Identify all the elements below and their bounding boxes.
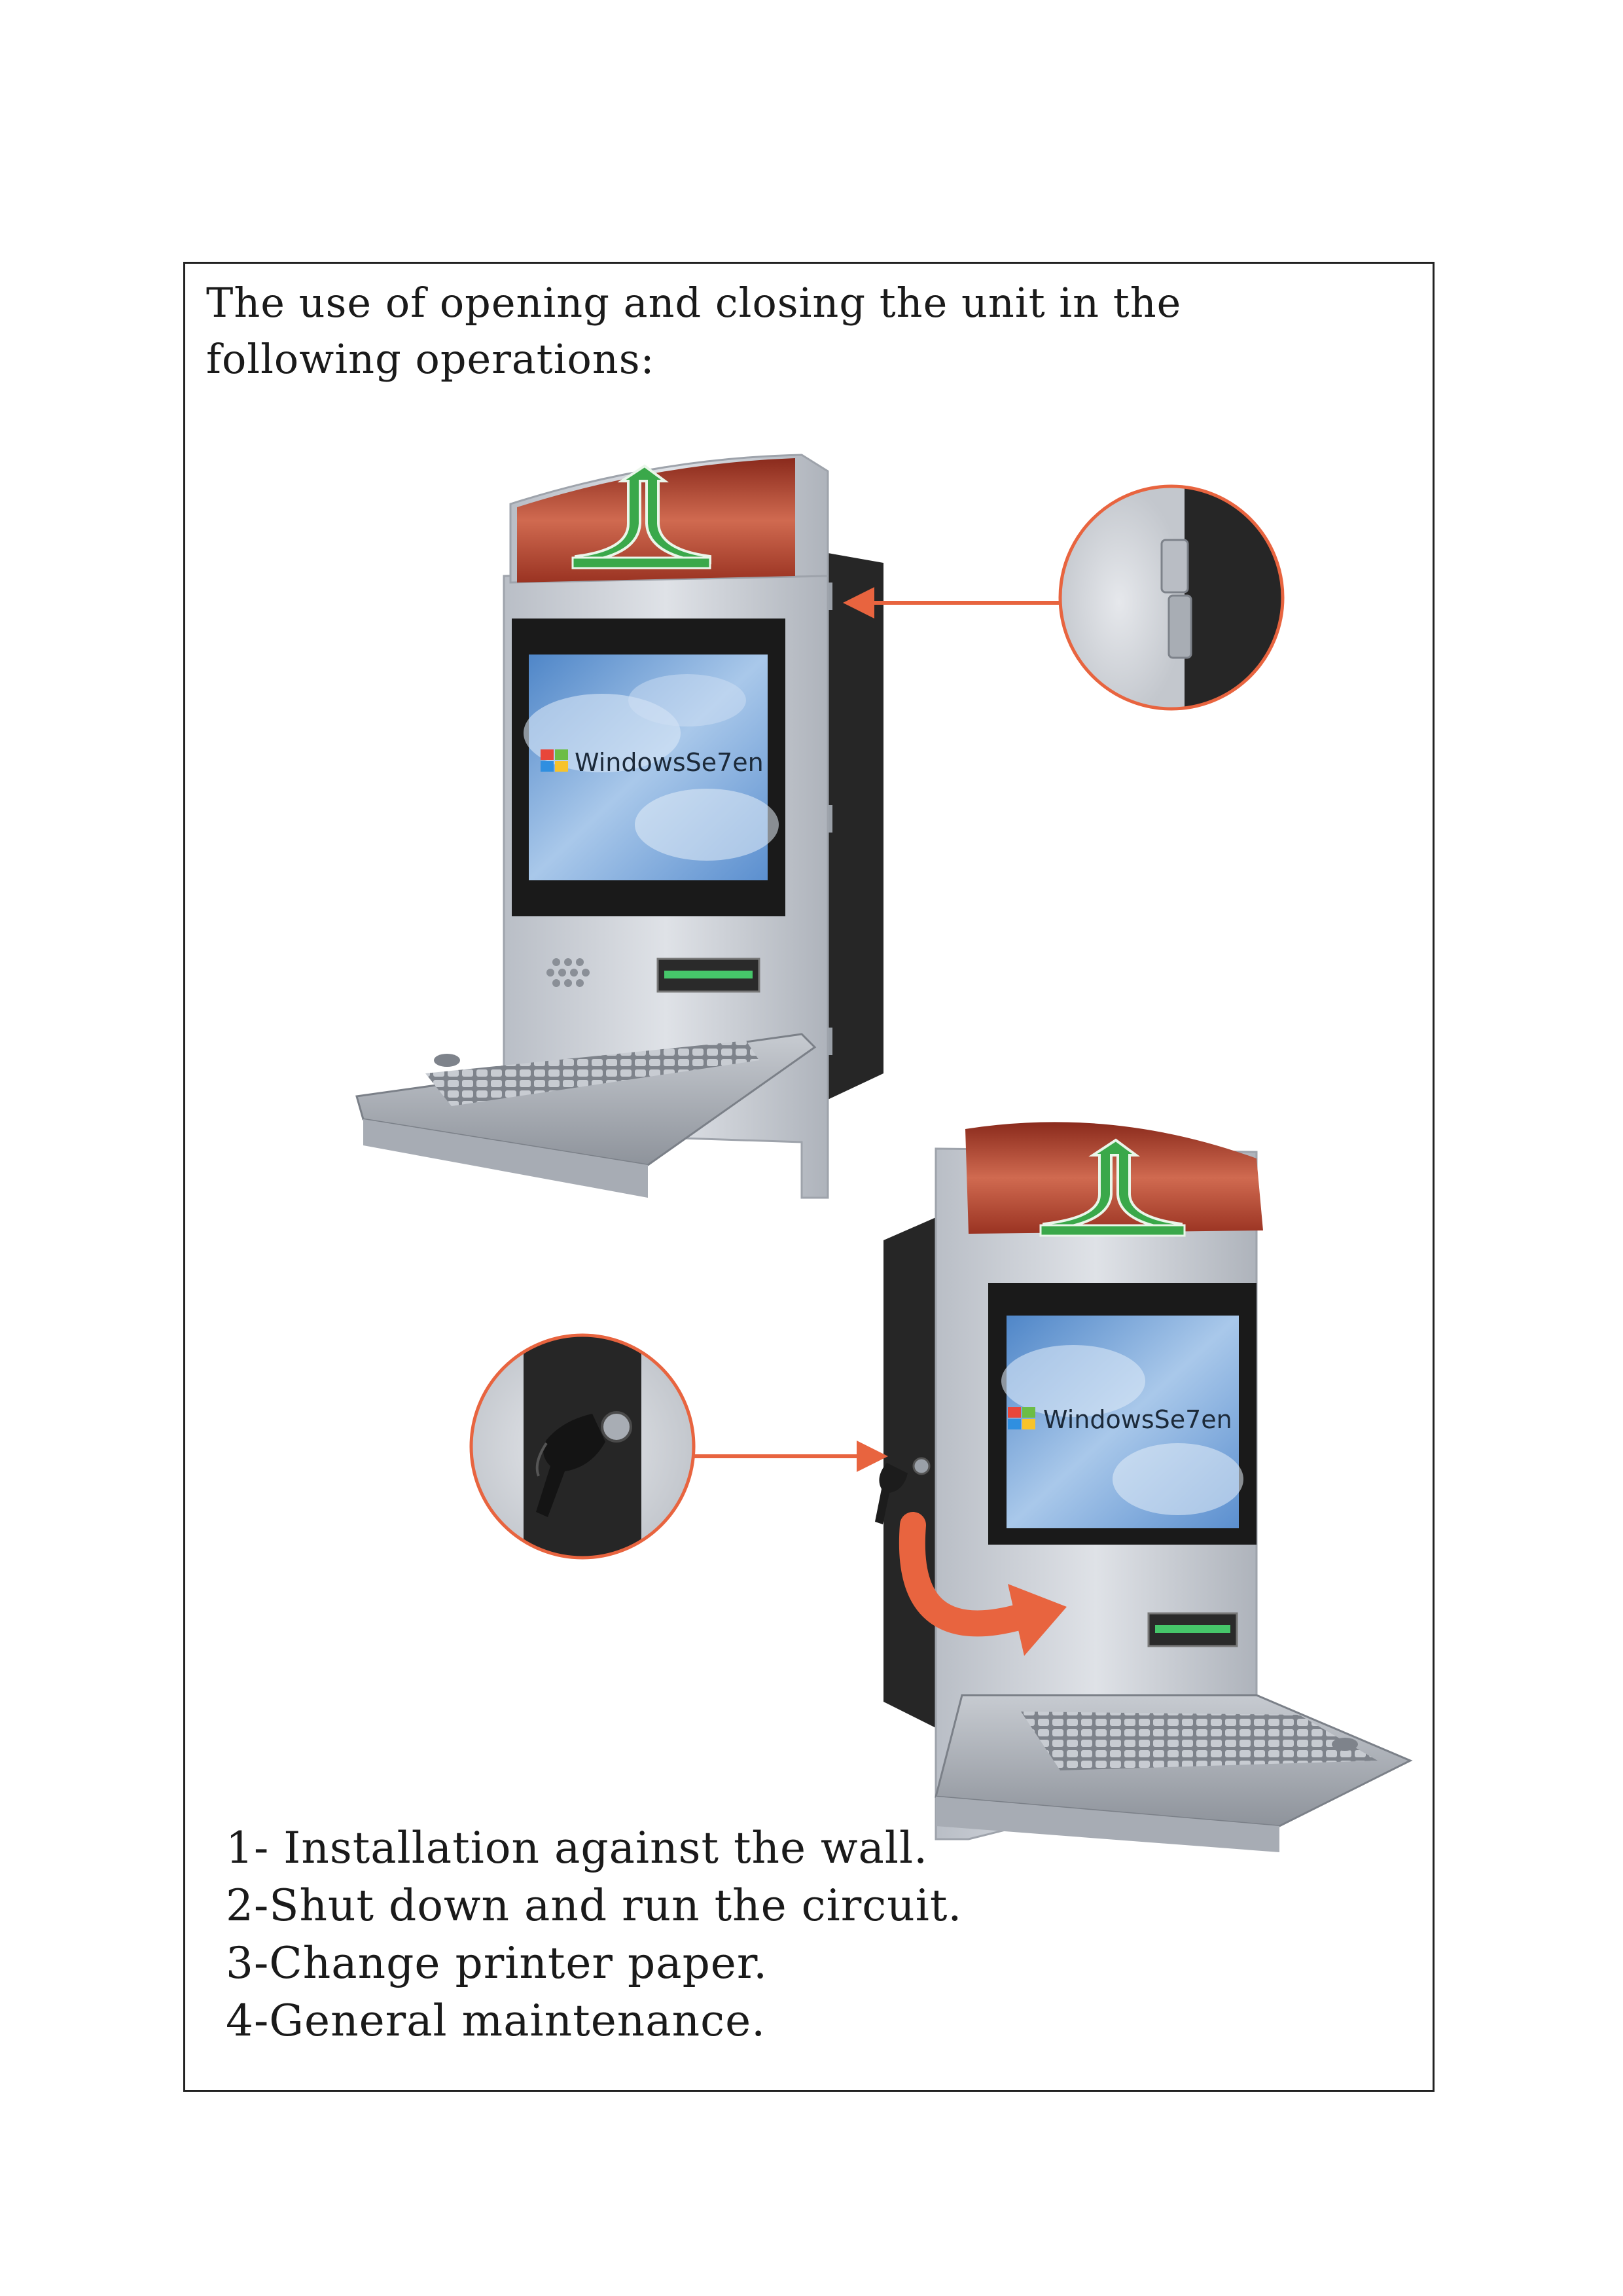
screen-os-label: WindowsSe7en <box>575 748 764 777</box>
keyboard-keys <box>425 1041 759 1106</box>
step-3: 3-Change printer paper. <box>226 1938 768 1988</box>
kiosk-closed: WindowsSe7en <box>355 454 883 1199</box>
speaker-grille-icon <box>546 958 590 987</box>
open-door-arrow-icon <box>899 1512 1034 1637</box>
intro-line-1: The use of opening and closing the unit … <box>206 279 1182 327</box>
step-2: 2-Shut down and run the circuit. <box>226 1880 963 1931</box>
content-frame <box>183 262 1435 2092</box>
screen-os-label: WindowsSe7en <box>1043 1405 1232 1434</box>
hinge-detail-callout <box>843 484 1285 711</box>
lock-detail-callout <box>469 1333 888 1560</box>
intro-line-2: following operations: <box>206 335 655 383</box>
key-lock-icon <box>875 1457 931 1524</box>
windows-logo-icon <box>1008 1407 1035 1429</box>
kiosk-open: WindowsSe7en <box>875 1122 1413 1852</box>
operations-list: 1- Installation against the wall. 2-Shut… <box>226 1820 962 2050</box>
trackball-icon <box>1332 1738 1358 1751</box>
kiosk-side-panel <box>828 553 883 1100</box>
step-1: 1- Installation against the wall. <box>226 1823 929 1873</box>
trackball-icon <box>434 1054 460 1067</box>
university-logo-icon <box>1039 1138 1186 1237</box>
windows-logo-icon <box>541 749 568 772</box>
header-light-panel <box>965 1122 1263 1234</box>
step-4: 4-General maintenance. <box>226 1996 766 2046</box>
intro-text: The use of opening and closing the unit … <box>206 275 1188 387</box>
university-logo-icon <box>571 464 711 569</box>
keyboard-keys <box>1021 1712 1378 1770</box>
